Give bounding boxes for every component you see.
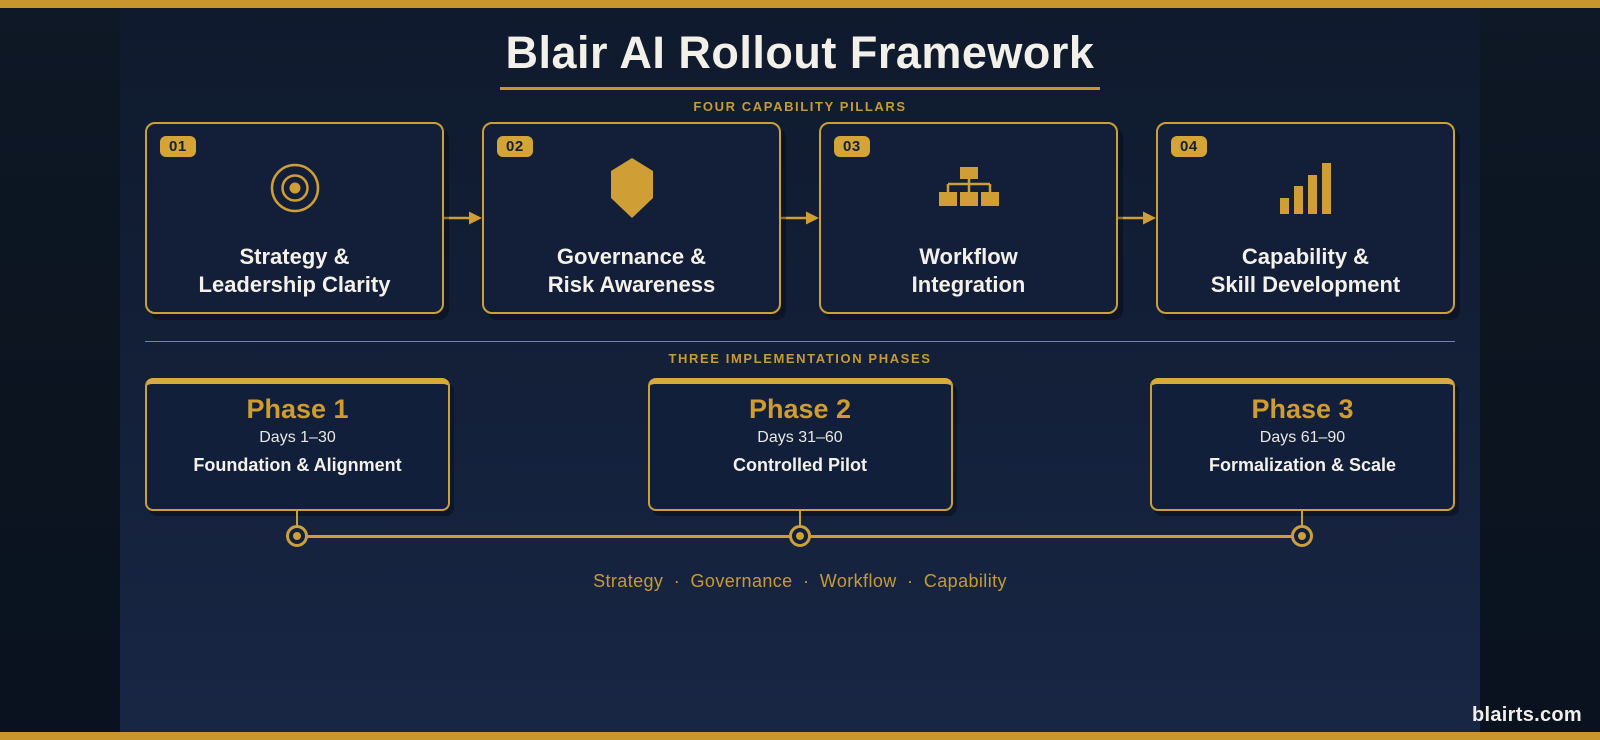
content-area: Blair AI Rollout Framework FOUR CAPABILI… [145,8,1455,592]
phases-section-label: THREE IMPLEMENTATION PHASES [668,350,932,366]
workflow-hierarchy-icon [937,154,1001,222]
bar-chart-icon [1278,154,1334,222]
phase-name: Phase 3 [1251,393,1354,424]
phase-subtitle: Foundation & Alignment [193,455,402,476]
phase-subtitle: Formalization & Scale [1208,455,1397,476]
phase-timeline [145,510,1455,567]
timeline-node-icon [1291,524,1313,547]
site-watermark: blairts.com [1472,704,1582,726]
phase-row: Phase 1 Days 1–30 Foundation & Alignment… [145,377,1455,511]
top-accent-bar [0,0,1600,8]
phase-days: Days 1–30 [259,429,336,447]
phase-card-3: Phase 3 Days 61–90 Formalization & Scale [1150,377,1455,511]
section-divider [145,340,1455,342]
timeline-node-icon [286,524,308,547]
target-icon [263,154,327,222]
bottom-accent-bar [0,732,1600,740]
timeline-connector [296,510,298,535]
page-title: Blair AI Rollout Framework [499,28,1101,90]
pillars-section-label: FOUR CAPABILITY PILLARS [693,98,907,114]
shield-icon [606,154,658,222]
capabilities-summary-line: Strategy · Governance · Workflow · Capab… [593,570,1007,591]
arrow-right-icon [1118,209,1156,227]
timeline-node-icon [789,524,811,547]
phase-name: Phase 2 [748,393,852,424]
pillar-title: Strategy & Leadership Clarity [198,243,391,297]
phase-days: Days 31–60 [757,429,843,447]
arrow-right-icon [781,209,819,227]
pillar-number-badge: 04 [1171,135,1207,157]
pillar-number-badge: 03 [834,135,870,157]
pillar-title: Workflow Integration [911,243,1026,297]
background-panel: Blair AI Rollout Framework FOUR CAPABILI… [120,8,1480,732]
phase-subtitle: Controlled Pilot [733,455,867,476]
arrow-right-icon [444,209,482,227]
timeline-connector [1301,510,1303,535]
phase-name: Phase 1 [246,393,349,424]
pillar-title: Governance & Risk Awareness [547,243,716,297]
pillar-number-badge: 01 [160,135,196,157]
phase-card-2: Phase 2 Days 31–60 Controlled Pilot [647,377,953,511]
timeline-node-dot [796,531,804,540]
phase-days: Days 61–90 [1259,429,1346,447]
phase-card-1: Phase 1 Days 1–30 Foundation & Alignment [145,377,450,511]
pillar-card-strategy: 01 Strategy & Leadership Clarity [145,121,444,314]
pillar-card-workflow: 03 Workflow Integration [819,121,1118,314]
timeline-node-dot [293,531,301,540]
pillar-card-capability: 04 Capability & Skill Development [1156,121,1455,314]
pillar-title: Capability & Skill Development [1210,243,1401,297]
timeline-node-dot [1298,531,1306,540]
pillar-row: 01 Strategy & Leadership Clarity 02 [145,121,1455,314]
timeline-connector [799,510,801,535]
pillar-number-badge: 02 [497,135,533,157]
pillar-card-governance: 02 Governance & Risk Awareness [482,121,781,314]
